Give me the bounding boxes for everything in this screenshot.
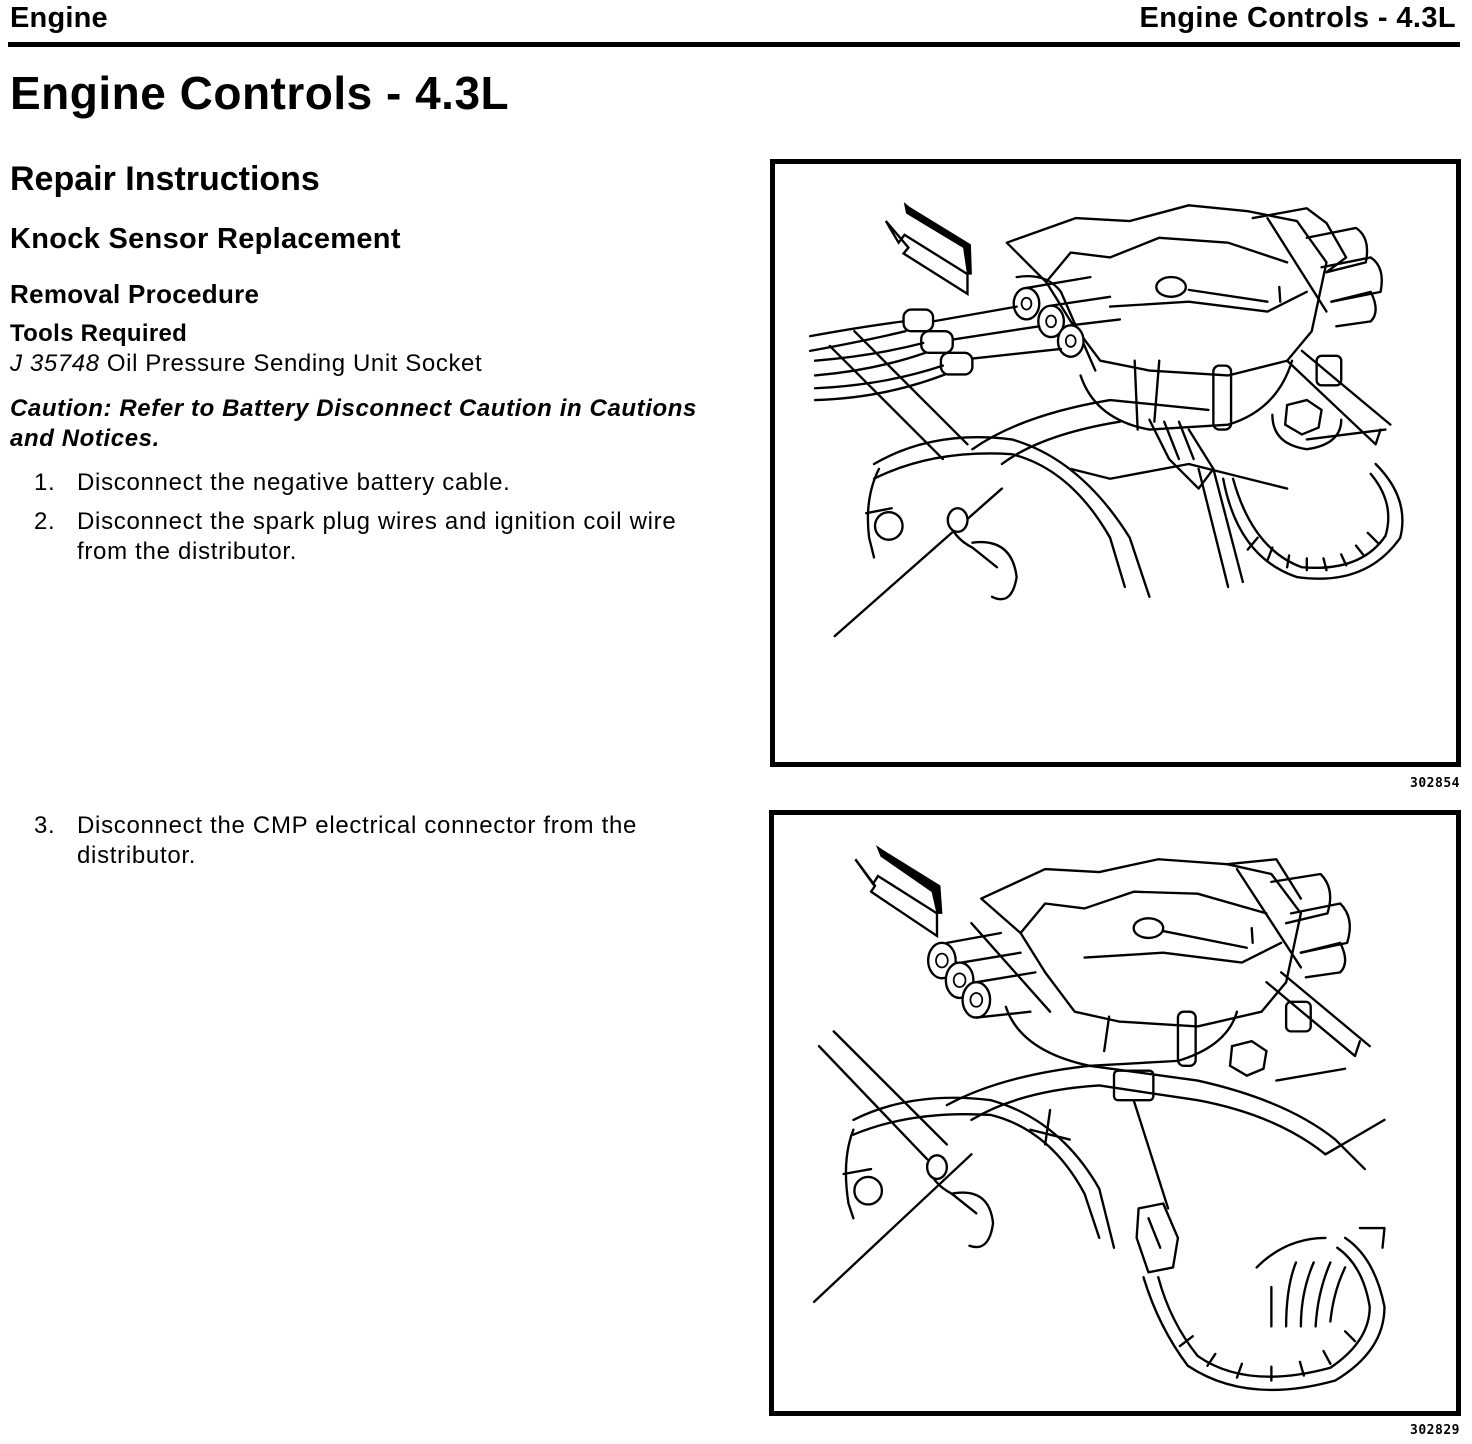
caution-note: Caution: Refer to Battery Disconnect Cau…	[10, 395, 697, 452]
step-text: Disconnect the spark plug wires and igni…	[77, 508, 677, 565]
step-number: 2.	[34, 508, 56, 535]
step-text: Disconnect the CMP electrical connector …	[77, 812, 638, 869]
tool-item: J 35748 Oil Pressure Sending Unit Socket	[10, 350, 482, 378]
distributor-illustration	[812, 845, 1386, 1392]
step-text: Disconnect the negative battery cable.	[77, 469, 511, 496]
figure-distributor-cmp-connector	[769, 810, 1461, 1416]
header-divider	[8, 42, 1460, 47]
front-direction-arrow-icon	[884, 202, 972, 296]
wiring-harness	[812, 1030, 1386, 1304]
procedure-step: 3. Disconnect the CMP electrical connect…	[34, 811, 694, 871]
procedure-title: Removal Procedure	[10, 279, 260, 309]
step-number: 1.	[34, 469, 56, 496]
tools-heading: Tools Required	[10, 320, 188, 347]
distributor-illustration	[808, 202, 1404, 638]
distributor-cap	[926, 858, 1352, 1067]
figure-distributor-spark-wires	[770, 159, 1461, 767]
page-title: Engine Controls - 4.3L	[10, 67, 510, 119]
step-number: 3.	[34, 812, 56, 839]
running-header-left: Engine	[10, 2, 108, 34]
figure-id: 302854	[1410, 776, 1460, 791]
tool-number: J 35748	[10, 350, 100, 377]
front-direction-arrow-icon	[854, 845, 943, 939]
running-header-right: Engine Controls - 4.3L	[1139, 2, 1456, 34]
procedure-step: 2. Disconnect the spark plug wires and i…	[34, 507, 694, 567]
hold-down-bolt	[1228, 971, 1371, 1082]
hold-down-bolt	[1271, 354, 1343, 451]
cmp-connector	[1148, 418, 1245, 589]
figure-id: 302829	[1410, 1423, 1460, 1438]
wiring-harness	[828, 330, 1404, 638]
cmp-connector	[1112, 1069, 1386, 1392]
tool-description: Oil Pressure Sending Unit Socket	[106, 350, 483, 377]
spark-plug-wires	[808, 275, 1122, 402]
subsection-title: Knock Sensor Replacement	[10, 223, 401, 255]
section-title: Repair Instructions	[10, 160, 320, 198]
procedure-step: 1. Disconnect the negative battery cable…	[34, 468, 694, 498]
